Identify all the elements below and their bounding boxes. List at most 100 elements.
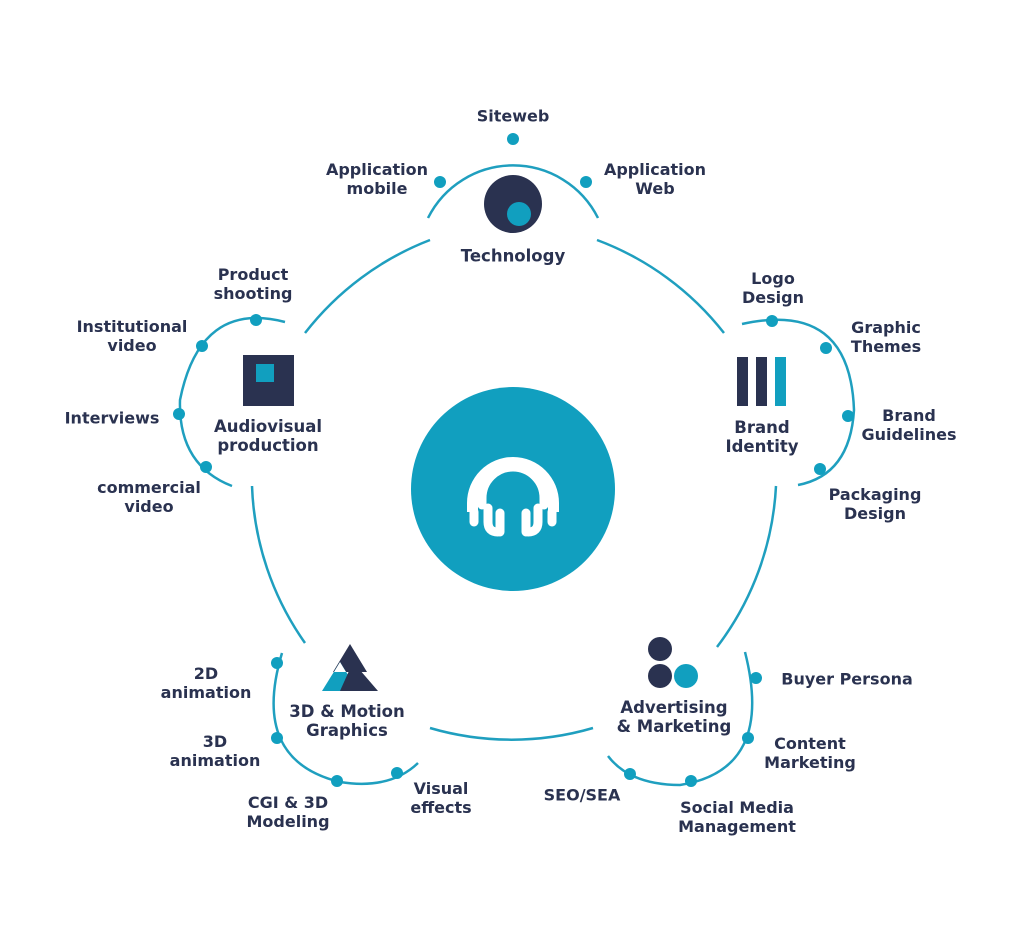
service-label-2d-animation: 2D animation (161, 664, 252, 702)
service-label-3d-animation: 3D animation (170, 732, 261, 770)
dot-social-media (685, 775, 697, 787)
dot-2d-animation (271, 657, 283, 669)
advertising-circles-icon (648, 637, 698, 688)
ring-segment-audiovisual-tech (304, 238, 431, 334)
hub-label-line: 3D & Motion (289, 702, 405, 721)
service-label-line: Modeling (246, 812, 330, 831)
hub-label-technology: Technology (461, 247, 565, 266)
dot-logo-design (766, 315, 778, 327)
service-label-visual-effects: Visual effects (410, 779, 471, 817)
service-label-line: Themes (850, 337, 922, 356)
dot-graphic-themes (820, 342, 832, 354)
service-label-line: Design (844, 504, 906, 523)
hub-label-line: Identity (725, 437, 799, 456)
service-label-cgi-3d-modeling: CGI & 3D Modeling (246, 793, 329, 831)
service-label-graphic-themes: Graphic Themes (851, 318, 921, 356)
service-label-commercial-video: commercial video (97, 478, 201, 516)
dot-application-web (580, 176, 592, 188)
service-label-line: CGI & 3D (247, 793, 329, 812)
octopus-logo-fill (467, 457, 559, 512)
ring-segment-brand-advertising (716, 485, 778, 648)
service-label-product-shooting: Product shooting (214, 265, 293, 303)
service-label-line: mobile (346, 179, 408, 198)
service-label-application-web: Application Web (604, 160, 706, 198)
ring-segment-motion-audiovisual (250, 485, 307, 644)
service-label-interviews: Interviews (65, 409, 160, 428)
service-label-line: Marketing (764, 753, 856, 772)
service-label-line: SEO/SEA (543, 785, 621, 805)
motion-triangles-icon (322, 644, 378, 691)
service-label-line: Guidelines (861, 425, 957, 444)
service-label-line: Logo (751, 269, 795, 288)
service-label-social-media-management: Social Media Management (678, 798, 796, 836)
service-label-line: Graphic (851, 318, 921, 337)
service-label-line: Design (742, 288, 804, 307)
hub-arc-technology (426, 164, 600, 219)
service-label-brand-guidelines: Brand Guidelines (861, 406, 956, 444)
dot-buyer-persona (750, 672, 762, 684)
hub-label-line: Graphics (306, 721, 388, 740)
service-label-line: Institutional (76, 317, 188, 336)
service-label-line: 2D (193, 664, 219, 683)
hub-label-line: Advertising (620, 698, 728, 717)
service-label-line: animation (160, 683, 252, 702)
dot-siteweb (507, 133, 519, 145)
service-label-institutional-video: Institutional video (77, 317, 188, 355)
dot-commercial-video (200, 461, 212, 473)
service-label-application-mobile: Application mobile (326, 160, 428, 198)
service-label-line: commercial (97, 478, 201, 497)
service-label-packaging-design: Packaging Design (829, 485, 922, 523)
service-label-line: video (124, 497, 174, 516)
dot-cgi-modeling (331, 775, 343, 787)
hub-label-line: Technology (460, 246, 566, 266)
hub-arc-brand (741, 318, 856, 487)
service-label-siteweb: Siteweb (477, 107, 550, 126)
service-label-logo-design: Logo Design (742, 269, 804, 307)
service-label-line: Management (678, 817, 796, 836)
service-label-line: Siteweb (476, 106, 550, 126)
hub-label-line: Audiovisual (213, 417, 323, 436)
hub-label-line: production (217, 436, 319, 455)
service-label-line: Packaging (828, 485, 922, 504)
service-label-line: Product (217, 265, 289, 284)
dot-institutional-video (196, 340, 208, 352)
dot-interviews (173, 408, 185, 420)
service-label-line: Buyer Persona (781, 669, 913, 689)
ring-segment-advertising-motion (429, 726, 594, 741)
hub-label-line: & Marketing (616, 717, 732, 736)
service-label-line: Visual (413, 779, 469, 798)
service-label-content-marketing: Content Marketing (764, 734, 856, 772)
technology-circle-icon (484, 175, 542, 233)
service-label-line: 3D (202, 732, 228, 751)
service-label-line: Interviews (64, 408, 160, 428)
dot-content-marketing (742, 732, 754, 744)
hub-label-advertising-marketing: Advertising & Marketing (617, 698, 732, 736)
dot-3d-animation (271, 732, 283, 744)
service-label-line: Social Media (680, 798, 794, 817)
service-label-line: Brand (882, 406, 936, 425)
hub-label-brand-identity: Brand Identity (725, 418, 798, 456)
hub-label-3d-motion-graphics: 3D & Motion Graphics (289, 702, 404, 740)
dot-visual-effects (391, 767, 403, 779)
dot-packaging-design (814, 463, 826, 475)
service-label-line: Application (325, 160, 429, 179)
service-label-line: Web (635, 179, 675, 198)
service-label-line: Content (774, 734, 846, 753)
hub-label-line: Brand (734, 418, 790, 437)
dot-product-shooting (250, 314, 262, 326)
audiovisual-square-icon (243, 355, 294, 406)
dot-brand-guidelines (842, 410, 854, 422)
service-label-line: video (107, 336, 157, 355)
service-label-line: animation (169, 751, 261, 770)
center-circle (411, 387, 615, 591)
service-label-buyer-persona: Buyer Persona (781, 670, 913, 689)
ring-segment-tech-brand (596, 238, 725, 334)
service-label-line: effects (410, 798, 472, 817)
dot-application-mobile (434, 176, 446, 188)
service-label-line: Application (603, 160, 707, 179)
service-label-line: shooting (213, 284, 293, 303)
dot-seo-sea (624, 768, 636, 780)
brand-bars-icon (737, 357, 786, 406)
